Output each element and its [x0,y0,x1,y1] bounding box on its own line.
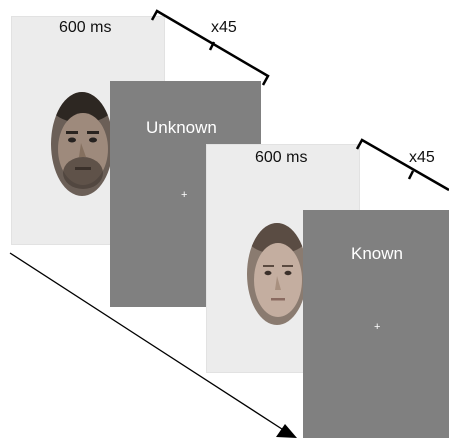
duration-label: 600 ms [255,149,308,166]
repeat-count-label: x45 [211,19,237,36]
known-response-card: Known + [303,210,449,438]
fixation-cross: + [374,321,381,333]
unknown-face-image [51,92,113,196]
known-face-image [247,223,307,325]
condition-label: Known [351,244,403,263]
fixation-cross: + [181,189,188,201]
repeat-count-label: x45 [409,149,435,166]
duration-label: 600 ms [59,19,112,36]
condition-label: Unknown [146,118,217,137]
